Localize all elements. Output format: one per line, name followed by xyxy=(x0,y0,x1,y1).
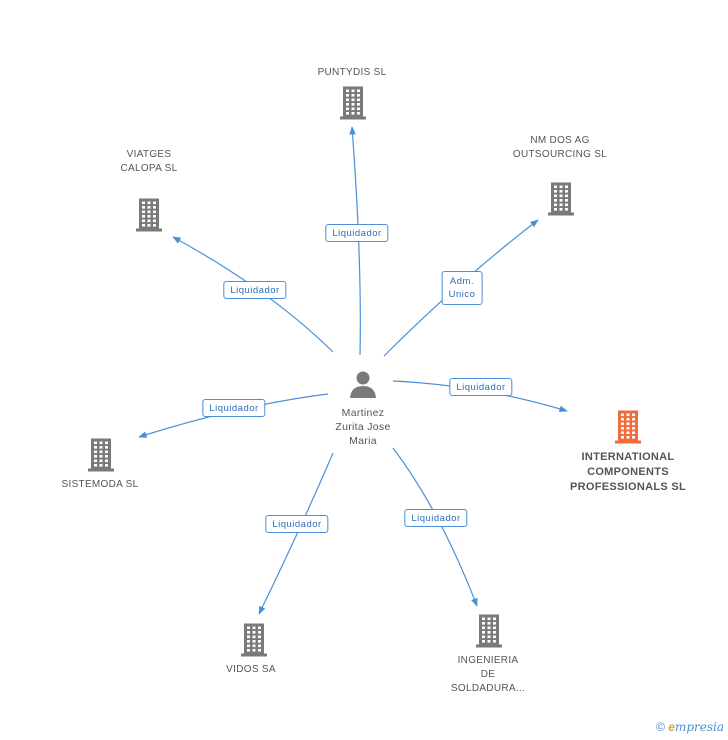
relation-label-line: Liquidador xyxy=(272,519,322,530)
company-label-line: SOLDADURA... xyxy=(450,683,526,694)
relation-label-line: Liquidador xyxy=(209,403,259,414)
brand-logo-initial: e xyxy=(668,720,675,734)
relation-label-line: Unico xyxy=(448,289,476,300)
person-label-line: Martinez xyxy=(341,407,385,419)
building-icon-international[interactable] xyxy=(615,410,641,444)
company-label-line: OUTSOURCING SL xyxy=(512,149,608,160)
person-label-line: Maria xyxy=(349,435,377,447)
building-icon-viatges[interactable] xyxy=(136,198,162,232)
edge-ingenieria xyxy=(392,447,478,607)
company-label-line: INGENIERIA xyxy=(457,655,519,666)
company-label-line: PROFESSIONALS SL xyxy=(569,481,687,493)
person-label-line: Zurita Jose xyxy=(335,421,391,433)
copyright-mark: © xyxy=(656,720,665,734)
company-label-viatges[interactable]: VIATGES CALOPA SL xyxy=(79,148,219,176)
relation-label-international[interactable]: Liquidador xyxy=(449,378,513,396)
relation-label-nmdos[interactable]: Adm. Unico xyxy=(441,271,483,305)
relation-label-viatges[interactable]: Liquidador xyxy=(223,281,287,299)
relation-label-vidos[interactable]: Liquidador xyxy=(265,515,329,533)
relation-label-sistemoda[interactable]: Liquidador xyxy=(202,399,266,417)
company-label-line: PUNTYDIS SL xyxy=(317,67,387,78)
building-icon-vidos[interactable] xyxy=(241,623,267,657)
relation-label-line: Adm. xyxy=(449,276,475,287)
edge-puntydis xyxy=(349,126,361,356)
company-label-line: NM DOS AG xyxy=(530,135,590,146)
footer-brand: © empresia xyxy=(656,720,724,734)
company-label-nmdos[interactable]: NM DOS AG OUTSOURCING SL xyxy=(490,134,630,162)
company-label-ingenieria[interactable]: INGENIERIA DE SOLDADURA... xyxy=(418,654,558,696)
relation-label-puntydis[interactable]: Liquidador xyxy=(325,224,389,242)
building-icon-nmdos[interactable] xyxy=(548,182,574,216)
building-icon-ingenieria[interactable] xyxy=(476,614,502,648)
relation-label-line: Liquidador xyxy=(332,228,382,239)
company-label-line: CALOPA SL xyxy=(120,163,178,174)
company-label-vidos[interactable]: VIDOS SA xyxy=(181,663,321,677)
company-label-line: COMPONENTS xyxy=(587,466,669,478)
building-icon-puntydis[interactable] xyxy=(340,86,366,120)
person-icon[interactable] xyxy=(350,371,376,399)
relation-label-line: Liquidador xyxy=(456,382,506,393)
relation-label-ingenieria[interactable]: Liquidador xyxy=(404,509,468,527)
company-label-line: INTERNATIONAL xyxy=(581,451,675,463)
company-label-line: VIATGES xyxy=(126,149,172,160)
relation-label-line: Liquidador xyxy=(230,285,280,296)
company-label-puntydis[interactable]: PUNTYDIS SL xyxy=(282,66,422,80)
building-icon-sistemoda[interactable] xyxy=(88,438,114,472)
company-label-sistemoda[interactable]: SISTEMODA SL xyxy=(30,478,170,492)
company-label-line: VIDOS SA xyxy=(226,664,276,675)
company-label-line: SISTEMODA SL xyxy=(61,479,139,490)
company-label-line: DE xyxy=(480,669,496,680)
edge-vidos xyxy=(258,452,334,615)
relation-label-line: Liquidador xyxy=(411,513,461,524)
brand-logo-text: mpresia xyxy=(674,720,724,734)
company-label-international[interactable]: INTERNATIONAL COMPONENTS PROFESSIONALS SL xyxy=(558,450,698,495)
